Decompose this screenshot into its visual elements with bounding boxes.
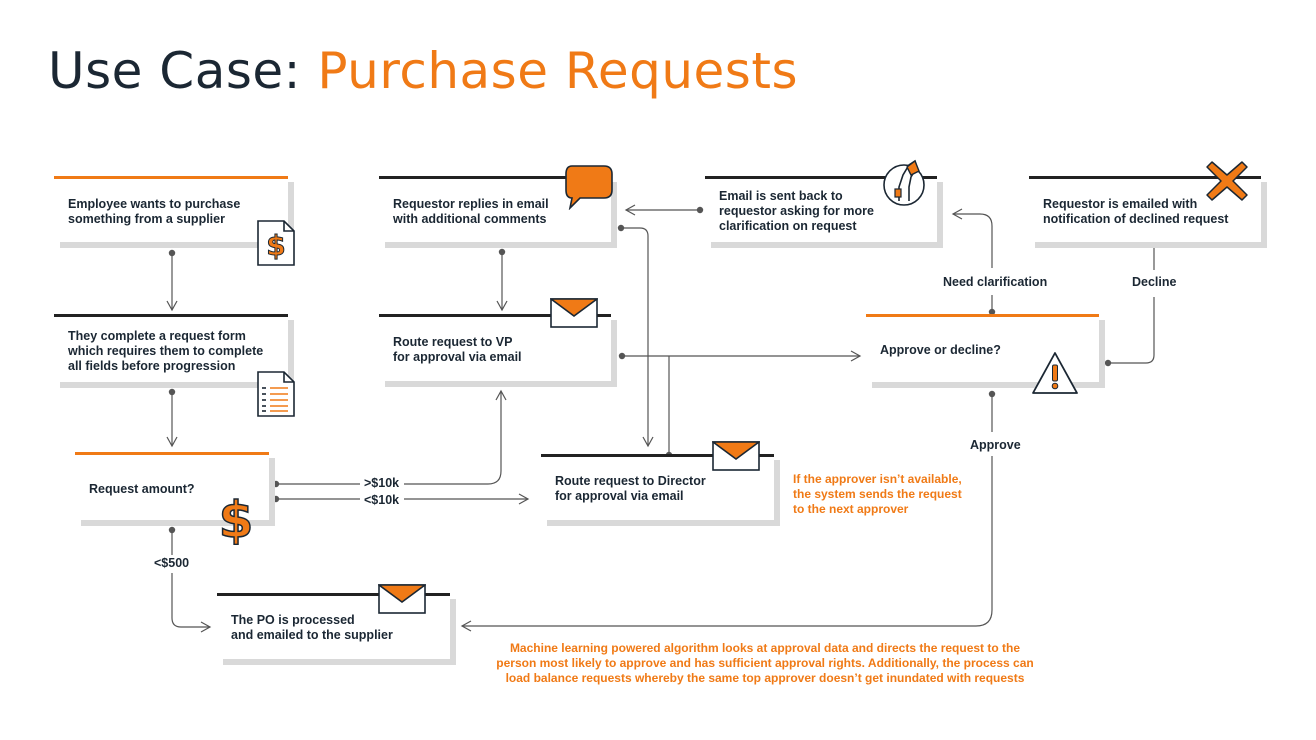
title-prefix: Use Case:	[48, 42, 318, 100]
box-replies-text: Requestor replies in email with addition…	[393, 197, 549, 226]
connector-replies-director	[621, 227, 654, 448]
box-director-text: Route request to Director for approval v…	[555, 474, 706, 503]
speech-bubble-icon	[565, 165, 613, 210]
label-need-clarification: Need clarification	[943, 275, 1048, 289]
connector-approve-po	[462, 394, 993, 626]
title-highlight: Purchase Requests	[317, 42, 799, 100]
warning-triangle-icon	[1032, 352, 1078, 394]
form-document-icon	[257, 371, 295, 417]
connector-amount-vp	[276, 391, 501, 485]
label-decline: Decline	[1132, 275, 1177, 289]
svg-text:$: $	[219, 491, 254, 545]
note-approver-unavailable: If the approver isn’t available, the sys…	[793, 472, 962, 516]
dollar-document-icon: $	[257, 220, 295, 266]
box-clarification-email: Email is sent back to requestor asking f…	[705, 176, 937, 242]
box-declined-notification: Requestor is emailed with notification o…	[1029, 176, 1261, 242]
box-clarify-text: Email is sent back to requestor asking f…	[719, 189, 874, 233]
raised-hand-icon	[883, 159, 925, 206]
box-request-amount: Request amount?	[75, 452, 269, 520]
label-lt-500: <$500	[154, 556, 190, 570]
box-amount-text: Request amount?	[89, 482, 195, 496]
connector-approve-declined	[1108, 227, 1154, 364]
page-title: Use Case: Purchase Requests	[48, 42, 798, 100]
box-employee-wants-purchase: Employee wants to purchase something fro…	[54, 176, 288, 242]
label-gt-10k: >$10k	[364, 476, 400, 490]
box-po-text: The PO is processed and emailed to the s…	[231, 613, 393, 642]
box-vp-text: Route request to VP for approval via ema…	[393, 335, 522, 364]
box-form-text: They complete a request form which requi…	[68, 329, 264, 373]
box-approve-text: Approve or decline?	[880, 343, 1001, 357]
connector-approve-clarify	[953, 214, 993, 312]
email-envelope-icon	[712, 441, 760, 471]
connector-amount-po	[171, 530, 210, 627]
box-employee-text: Employee wants to purchase something fro…	[68, 197, 241, 226]
email-envelope-icon	[378, 584, 426, 614]
label-approve: Approve	[970, 438, 1021, 452]
box-request-form: They complete a request form which requi…	[54, 314, 288, 382]
box-declined-text: Requestor is emailed with notification o…	[1043, 197, 1229, 226]
dollar-sign-icon: $	[218, 490, 254, 545]
email-envelope-icon	[550, 298, 598, 328]
label-lt-10k: <$10k	[364, 493, 400, 507]
close-x-icon	[1206, 161, 1248, 201]
note-machine-learning: Machine learning powered algorithm looks…	[496, 641, 1034, 685]
svg-text:$: $	[266, 229, 285, 262]
